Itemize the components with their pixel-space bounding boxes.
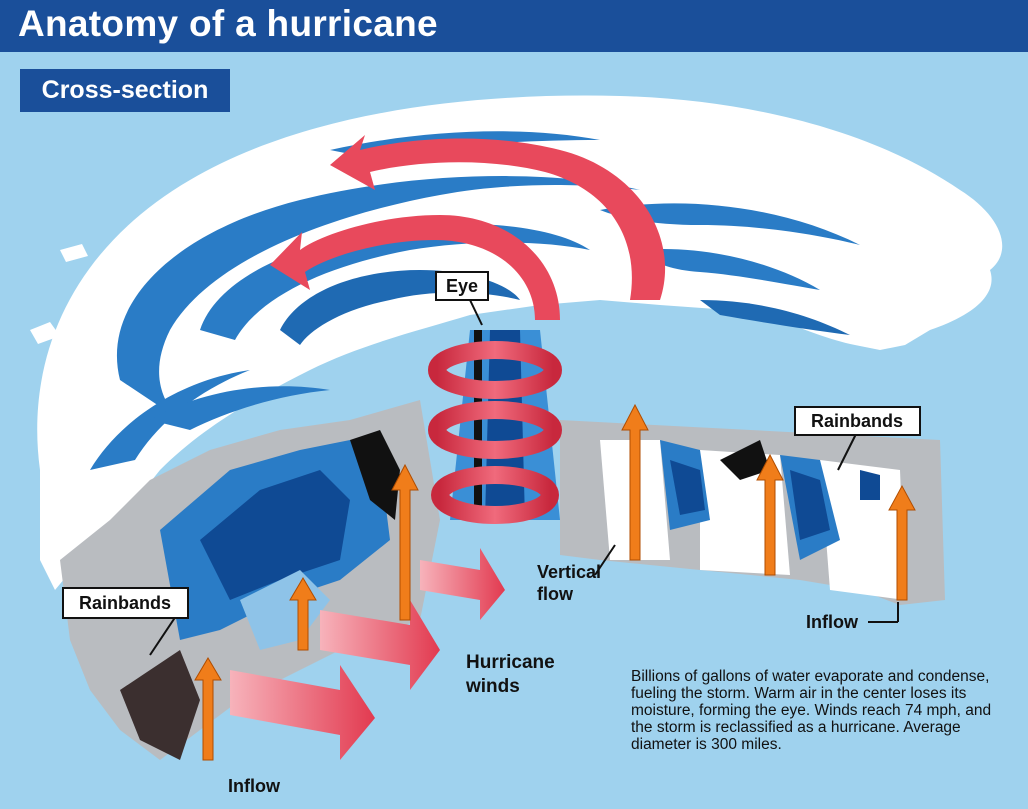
outflow-arrows — [270, 135, 666, 320]
label-vertical-flow-1: Vertical — [537, 562, 601, 582]
right-cross-section — [560, 420, 945, 605]
label-rainbands-left: Rainbands — [62, 587, 189, 619]
title-banner: Anatomy of a hurricane — [0, 0, 1028, 52]
label-inflow-bottom: Inflow — [228, 776, 281, 796]
label-hurricane-winds-1: Hurricane — [466, 652, 555, 673]
updraft-arrows — [194, 403, 916, 761]
svg-text:Rainbands: Rainbands — [811, 411, 903, 431]
page-title: Anatomy of a hurricane — [18, 3, 438, 44]
label-hurricane-winds-2: winds — [465, 676, 520, 697]
label-eye: Eye — [435, 271, 489, 301]
left-cross-section — [60, 400, 440, 760]
label-vertical-flow-2: flow — [537, 584, 574, 604]
subtitle-tag: Cross-section — [20, 69, 230, 112]
description-text: Billions of gallons of water evaporate a… — [631, 668, 992, 753]
leader-lines — [149, 299, 899, 656]
hurricane-wind-arrows — [230, 548, 505, 760]
label-rainbands-right: Rainbands — [794, 406, 921, 436]
label-inflow-right: Inflow — [806, 612, 859, 632]
eye-spiral — [428, 341, 562, 524]
svg-text:Eye: Eye — [446, 276, 478, 296]
svg-text:Rainbands: Rainbands — [79, 593, 171, 613]
